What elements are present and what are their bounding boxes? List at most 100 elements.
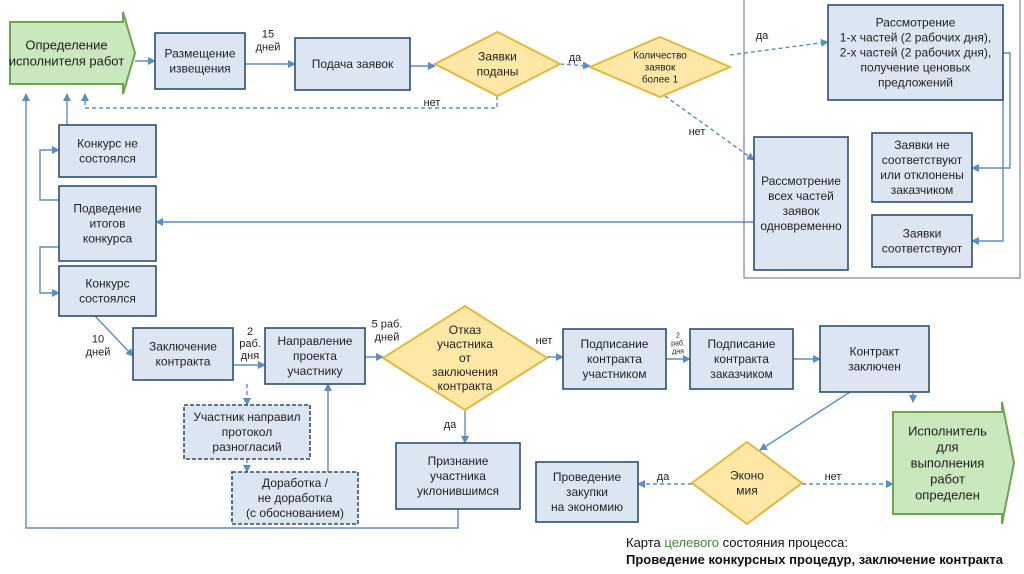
evader-shape [395, 442, 521, 510]
review-all-shape [753, 136, 849, 271]
label-yes-refusal: да [444, 419, 457, 431]
edge-held-to-conclusion [94, 315, 134, 357]
caption-suffix: состояния процесса: [719, 535, 849, 550]
submission-text: Подача заявок [312, 57, 394, 71]
edge-review-to-ok [971, 80, 1004, 245]
sign-customer-shape [689, 328, 794, 390]
caption-highlight: целевого [664, 535, 719, 550]
label-no-refusal: нет [536, 335, 553, 347]
applications-submitted-diamond [432, 30, 563, 98]
label-no-top: нет [424, 97, 441, 109]
contest-failed-shape [58, 124, 157, 178]
label-yes-review: да [756, 30, 769, 42]
label-yes-top: да [569, 52, 582, 64]
placement-shape [154, 32, 246, 90]
apps-ok-shape [871, 214, 973, 268]
submission-shape [294, 37, 411, 91]
node-submission: Подача заявок [294, 37, 411, 91]
review-parts-shape [827, 4, 1004, 101]
edge-submitted-no [81, 93, 498, 109]
sign-participant-shape [562, 328, 667, 390]
connectors [22, 0, 1021, 529]
economy-purchase-shape [535, 461, 639, 523]
edge-done-to-economy [759, 391, 851, 451]
label-no-economy: нет [825, 471, 842, 483]
label-no-count: нет [689, 126, 706, 138]
apps-rejected-shape [871, 132, 973, 203]
contract-done-shape [819, 325, 930, 393]
economy-diamond [690, 440, 804, 526]
disagreement-shape [183, 404, 311, 460]
executor-shape [892, 401, 1016, 525]
summary-shape [58, 185, 157, 262]
edge-submitted-yes [559, 61, 591, 70]
revision-text: Доработка /не доработка(с обоснованием) [246, 476, 344, 520]
node-revision: Доработка /не доработка(с обоснованием) [231, 471, 359, 525]
edge-summary-to-failed [39, 146, 60, 201]
edge-count-yes [729, 38, 829, 56]
label-days5: 5 раб.дней [372, 318, 403, 343]
edge-summary-to-held [39, 246, 60, 297]
refusal-diamond [381, 304, 549, 412]
revision-shape [231, 471, 359, 525]
apps-count-diamond [587, 35, 733, 99]
review-group-border [743, 0, 1021, 279]
label-yes-economy: да [657, 471, 670, 483]
contract-conclusion-shape [132, 327, 234, 381]
caption-title: Проведение конкурсных процедур, заключен… [626, 552, 1003, 567]
edge-count-no [664, 95, 755, 161]
edge-evader-to-start [22, 93, 459, 529]
diagram-caption: Карта целевого состояния процесса: Прове… [626, 534, 1022, 568]
edge-review-to-rejected [971, 52, 1011, 172]
send-draft-shape [264, 327, 366, 385]
